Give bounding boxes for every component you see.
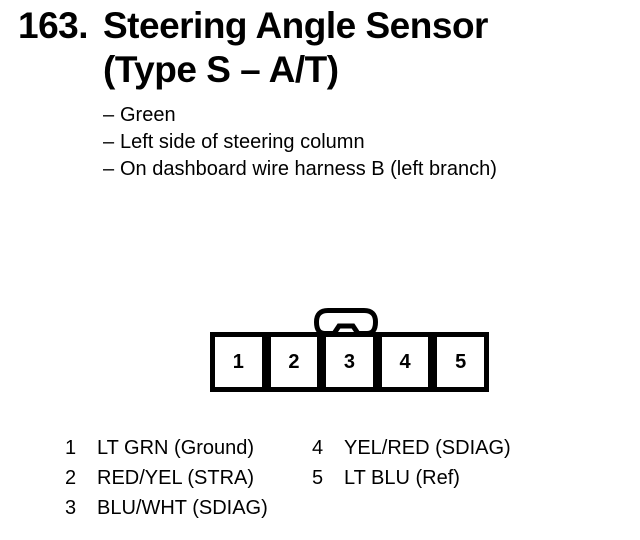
pin-label: LT BLU (Ref) (344, 467, 460, 489)
section-heading: 163. Steering Angle Sensor (Type S – A/T… (18, 4, 488, 92)
section-title-line1: Steering Angle Sensor (103, 5, 488, 46)
pin-list-right: 4 YEL/RED (SDIAG) 5 LT BLU (Ref) (312, 433, 511, 493)
pin-label: YEL/RED (SDIAG) (344, 437, 511, 459)
connector-cavity-5: 5 (437, 337, 484, 387)
section-number: 163. (18, 5, 89, 46)
note-item: – On dashboard wire harness B (left bran… (103, 156, 497, 183)
pin-row: 5 LT BLU (Ref) (312, 463, 511, 493)
pin-list-left: 1 LT GRN (Ground) 2 RED/YEL (STRA) 3 BLU… (65, 433, 268, 523)
dash-icon: – (103, 158, 115, 180)
note-item: – Green (103, 102, 497, 129)
pin-label: LT GRN (Ground) (97, 437, 255, 459)
connector-latch-icon (314, 308, 378, 336)
pin-label: RED/YEL (STRA) (97, 467, 255, 489)
pin-number: 4 (312, 437, 324, 459)
connector-cavity-3: 3 (326, 337, 373, 387)
connector-notes: – Green – Left side of steering column –… (103, 102, 497, 183)
pin-label: BLU/WHT (SDIAG) (97, 497, 268, 519)
connector-cavity-2: 2 (270, 337, 318, 387)
connector-body: 1 2 3 4 5 (210, 332, 489, 392)
note-item: – Left side of steering column (103, 129, 497, 156)
note-text: Green (120, 104, 176, 126)
connector-diagram: 1 2 3 4 5 (210, 308, 489, 392)
pin-row: 1 LT GRN (Ground) (65, 433, 268, 463)
pin-number: 1 (65, 437, 77, 459)
note-text: Left side of steering column (120, 131, 365, 153)
connector-cavity-4: 4 (381, 337, 429, 387)
pin-row: 2 RED/YEL (STRA) (65, 463, 268, 493)
note-text: On dashboard wire harness B (left branch… (120, 158, 497, 180)
pin-number: 5 (312, 467, 324, 489)
pin-row: 3 BLU/WHT (SDIAG) (65, 493, 268, 523)
section-title: Steering Angle Sensor (Type S – A/T) (103, 4, 488, 92)
dash-icon: – (103, 104, 115, 126)
connector-cavity-1: 1 (215, 337, 262, 387)
section-title-line2: (Type S – A/T) (103, 49, 339, 90)
pin-number: 3 (65, 497, 77, 519)
dash-icon: – (103, 131, 115, 153)
pin-row: 4 YEL/RED (SDIAG) (312, 433, 511, 463)
pin-number: 2 (65, 467, 77, 489)
